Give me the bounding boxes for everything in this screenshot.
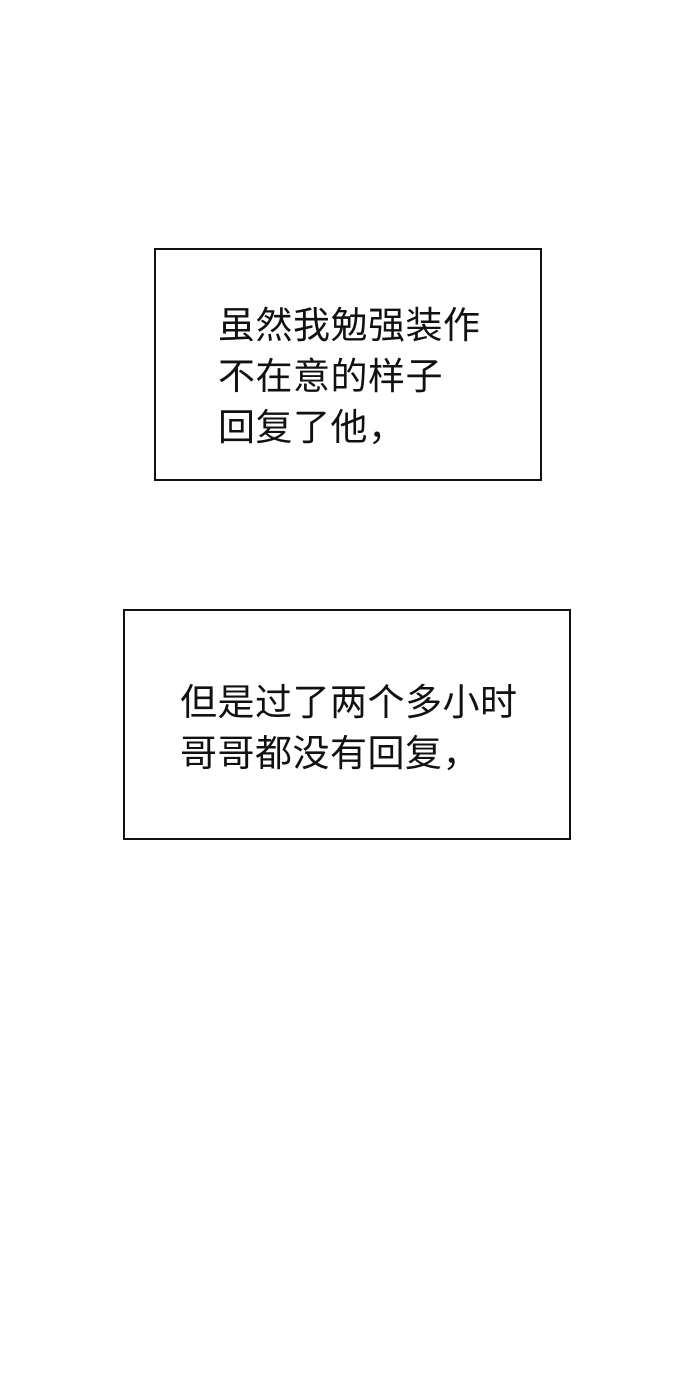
narration-line: 虽然我勉强装作: [218, 304, 481, 347]
narration-text-1: 虽然我勉强装作 不在意的样子 回复了他，: [218, 300, 481, 453]
narration-line: 回复了他，: [218, 406, 406, 449]
narration-line: 不在意的样子: [218, 355, 443, 398]
narration-line: 但是过了两个多小时: [180, 681, 518, 724]
narration-box-2: 但是过了两个多小时 哥哥都没有回复，: [123, 609, 571, 840]
narration-text-2: 但是过了两个多小时 哥哥都没有回复，: [180, 677, 518, 779]
narration-box-1: 虽然我勉强装作 不在意的样子 回复了他，: [154, 248, 542, 481]
narration-line: 哥哥都没有回复，: [180, 732, 480, 775]
